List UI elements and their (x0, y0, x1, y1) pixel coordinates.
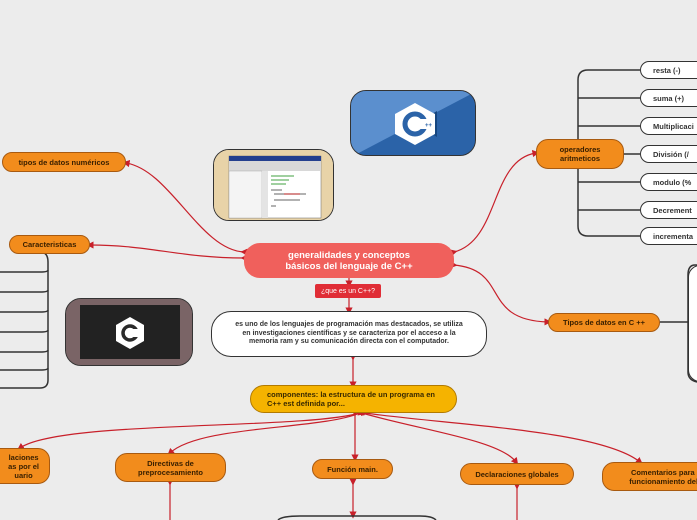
operator-multiply-label: Multiplicaci (653, 121, 694, 131)
numeric-types-label: tipos de datos numéricos (18, 157, 110, 167)
numeric-types-node[interactable]: tipos de datos numéricos (2, 152, 126, 172)
operator-increment-label: incrementa (653, 231, 694, 241)
operator-decrement-label: Decrement (653, 205, 692, 215)
cpp-logo-dark-icon (66, 299, 192, 365)
comments-label: Comentarios para el funcionamiento del p (629, 467, 697, 486)
user-declarations-node[interactable]: laciones as por el uario (0, 448, 50, 484)
arithmetic-operators-node[interactable]: operadores aritmeticos (536, 139, 624, 169)
operator-modulo[interactable]: modulo (% (640, 173, 697, 191)
operator-multiply[interactable]: Multiplicaci (640, 117, 697, 135)
operator-add-label: suma (+) (653, 93, 685, 103)
data-types-box[interactable] (688, 265, 697, 382)
cpp-data-types-label: Tipos de datos en C ++ (563, 318, 645, 327)
central-topic[interactable]: generalidades y conceptos básicos del le… (244, 243, 454, 278)
ide-screenshot-icon (214, 150, 333, 220)
operator-subtract[interactable]: resta (-) (640, 61, 697, 79)
preprocessing-directives-node[interactable]: Directivas de preprocesamiento (115, 453, 226, 482)
components-node[interactable]: componentes: la estructura de un program… (250, 385, 457, 413)
user-declarations-label: laciones as por el uario (8, 452, 39, 480)
cpp-dark-logo-image (65, 298, 193, 366)
definition-text: es uno de los lenguajes de programación … (235, 321, 463, 346)
operator-increment[interactable]: incrementa (640, 227, 697, 245)
cpp-logo-icon: ++ (351, 91, 475, 155)
operator-divide-label: División (/ (653, 149, 689, 159)
central-topic-label: generalidades y conceptos básicos del le… (285, 249, 413, 272)
global-declarations-label: Declaraciones globales (475, 469, 559, 479)
characteristics-node[interactable]: Caracteristicas (9, 235, 90, 254)
operator-divide[interactable]: División (/ (640, 145, 697, 163)
main-function-label: Función main. (327, 464, 378, 474)
operator-subtract-label: resta (-) (653, 65, 681, 75)
operator-modulo-label: modulo (% (653, 177, 692, 187)
main-function-node[interactable]: Función main. (312, 459, 393, 479)
characteristics-label: Caracteristicas (22, 240, 77, 249)
question-label-text: ¿que es un C++? (320, 287, 376, 295)
operator-add[interactable]: suma (+) (640, 89, 697, 107)
global-declarations-node[interactable]: Declaraciones globales (460, 463, 574, 485)
definition-node[interactable]: es uno de los lenguajes de programación … (211, 311, 487, 357)
components-text: componentes: la estructura de un program… (267, 390, 435, 408)
comments-node[interactable]: Comentarios para el funcionamiento del p (602, 462, 697, 491)
ide-screenshot-image (213, 149, 334, 221)
operator-decrement[interactable]: Decrement (640, 201, 697, 219)
cpp-logo-image: ++ (350, 90, 476, 156)
cpp-data-types-node[interactable]: Tipos de datos en C ++ (548, 313, 660, 332)
preprocessing-directives-label: Directivas de preprocesamiento (137, 458, 204, 477)
svg-text:++: ++ (425, 123, 433, 129)
arithmetic-operators-label: operadores aritmeticos (559, 145, 601, 163)
question-label[interactable]: ¿que es un C++? (315, 284, 381, 298)
